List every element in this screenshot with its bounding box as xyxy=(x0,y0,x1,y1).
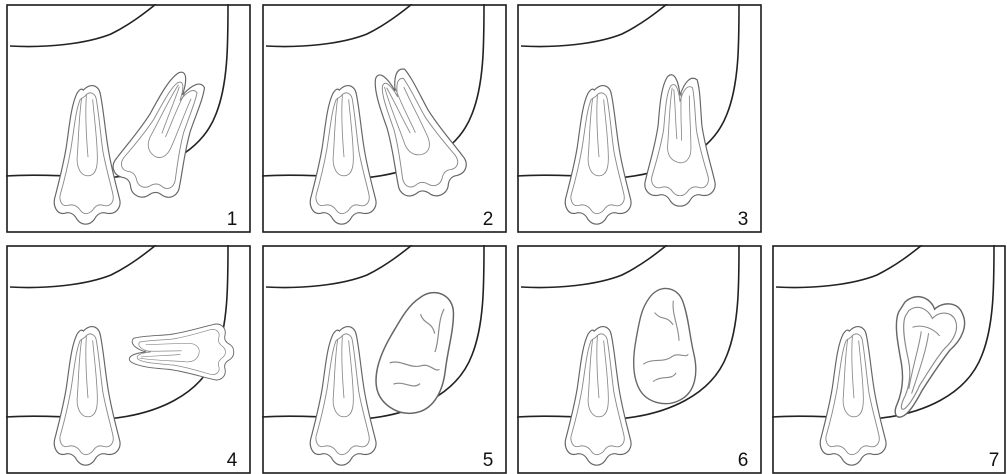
panel-number: 5 xyxy=(483,450,494,471)
panel-3: 3 xyxy=(517,4,762,233)
panel-number: 4 xyxy=(227,450,238,471)
panel-5: 5 xyxy=(262,245,507,474)
panel-2: 2 xyxy=(262,4,507,233)
panel-1: 1 xyxy=(6,4,251,233)
panel-4: 4 xyxy=(6,245,251,474)
panel-6: 6 xyxy=(517,245,762,474)
panel-number: 2 xyxy=(483,209,494,230)
panel-number: 1 xyxy=(227,209,238,230)
panel-frame xyxy=(773,246,1005,473)
panel-number: 3 xyxy=(738,209,749,230)
panel-7: 7 xyxy=(772,245,1006,474)
panel-number: 6 xyxy=(738,450,749,471)
panel-number: 7 xyxy=(989,450,1000,471)
